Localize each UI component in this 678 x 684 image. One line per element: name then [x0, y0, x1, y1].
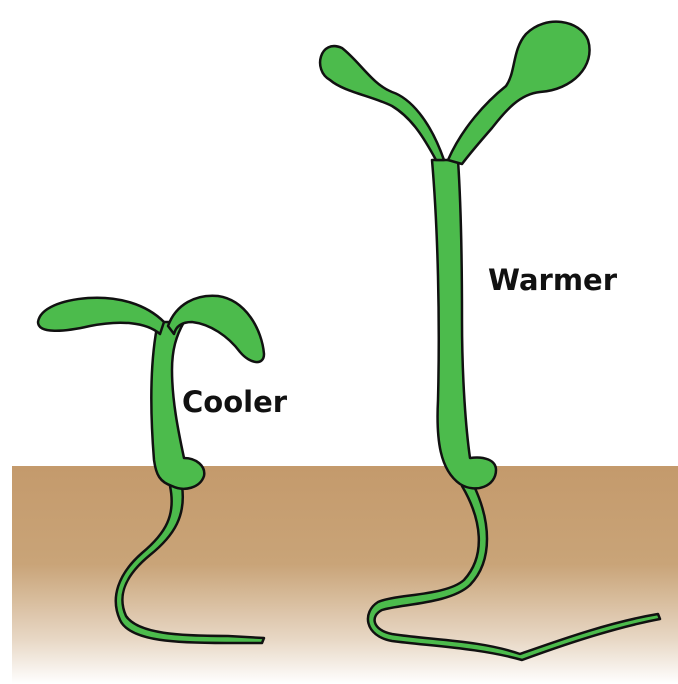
warmer-seedling-stem [432, 160, 496, 488]
warmer-label: Warmer [488, 266, 617, 295]
cooler-label: Cooler [182, 388, 287, 417]
cooler-seedling-right-leaf [168, 296, 264, 362]
soil [12, 466, 678, 684]
warmer-seedling-left-leaf [320, 46, 444, 160]
cooler-seedling-left-leaf [38, 298, 164, 334]
warmer-seedling-right-leaf [448, 22, 590, 164]
